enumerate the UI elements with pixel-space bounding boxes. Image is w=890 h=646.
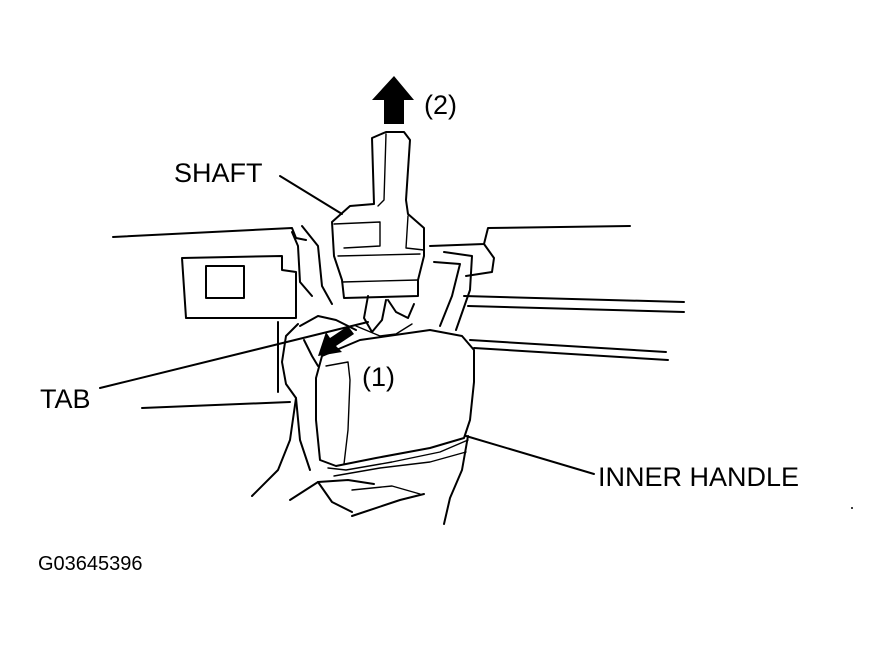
shaft bbox=[331, 131, 425, 337]
tab-label: TAB bbox=[40, 384, 91, 414]
inner-handle-label: INNER HANDLE bbox=[598, 462, 799, 492]
arrow-down-left-icon bbox=[318, 326, 354, 356]
leader-shaft bbox=[279, 175, 343, 215]
leader-lines bbox=[99, 175, 595, 475]
step-2-label: (2) bbox=[424, 90, 457, 120]
speck bbox=[851, 507, 853, 509]
shaft-label: SHAFT bbox=[174, 158, 263, 188]
hand bbox=[251, 315, 469, 525]
bracket-window bbox=[205, 265, 245, 299]
leader-tab bbox=[99, 321, 369, 389]
step-1-label: (1) bbox=[362, 362, 395, 392]
leader-inner-handle bbox=[465, 435, 595, 475]
figure-id: G03645396 bbox=[38, 553, 143, 575]
arrow-up-icon bbox=[372, 76, 414, 124]
door-panel bbox=[112, 225, 685, 409]
inner-handle bbox=[315, 329, 475, 477]
